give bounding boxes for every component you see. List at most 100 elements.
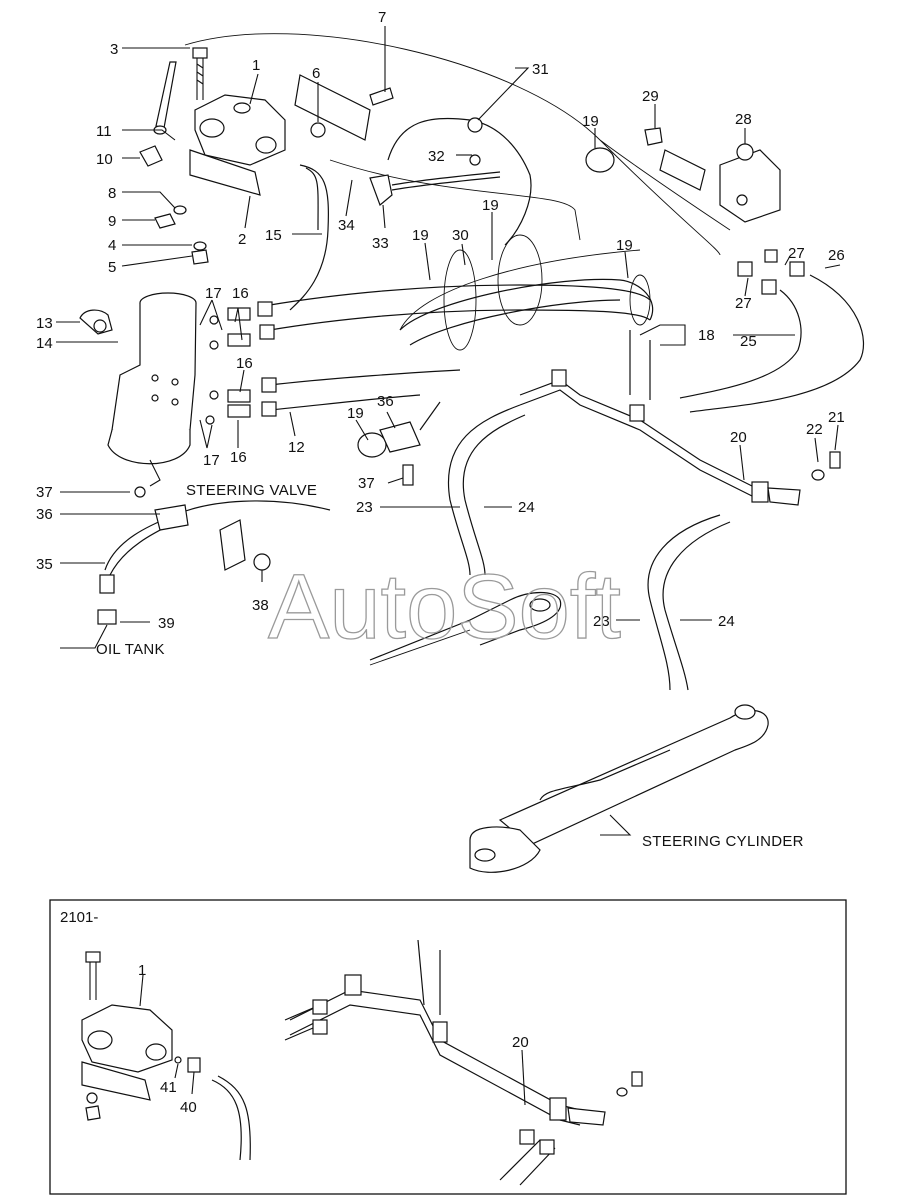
callout-34: 34: [338, 217, 355, 234]
clamp-band: [497, 234, 543, 326]
clamp: [467, 117, 483, 133]
bolt: [644, 127, 663, 146]
callout-32: 32: [428, 148, 445, 165]
callout-17: 17: [203, 452, 220, 469]
callout-15: 15: [265, 227, 282, 244]
callout-10: 10: [96, 151, 113, 168]
callout-4: 4: [108, 237, 116, 254]
callout-19: 19: [482, 197, 499, 214]
steering-cylinder-caption: STEERING CYLINDER: [642, 833, 804, 850]
steering-valve: [107, 292, 197, 465]
callout-19: 19: [347, 405, 364, 422]
callout-33: 33: [372, 235, 389, 252]
clamp-band: [629, 274, 651, 326]
inset-priority-valve: [81, 951, 251, 1161]
fitting: [761, 279, 777, 295]
callout-28: 28: [735, 111, 752, 128]
callout-16: 16: [230, 449, 247, 466]
bolt: [369, 87, 394, 106]
bolt: [402, 464, 414, 486]
callout-36: 36: [36, 506, 53, 523]
frame-outline: [184, 33, 731, 331]
tube-manifold: [519, 330, 801, 506]
callout-13: 13: [36, 315, 53, 332]
hose: [269, 284, 651, 411]
callout-16: 16: [232, 285, 249, 302]
callout-20: 20: [730, 429, 747, 446]
elbow-fitting: [79, 309, 113, 335]
clamp-band: [443, 249, 477, 351]
callout-labels: 3 1 7 6 31 11 10 8 9 4 5 2 15 34 32 33 1…: [36, 9, 845, 632]
fitting: [764, 249, 778, 263]
callout-19: 19: [582, 113, 599, 130]
clamp: [379, 421, 421, 453]
fitting: [737, 261, 753, 277]
callout-11: 11: [96, 123, 112, 140]
callout-6: 6: [312, 65, 320, 82]
callout-7: 7: [378, 9, 386, 26]
steering-cylinder: [469, 704, 769, 873]
callout-3: 3: [110, 41, 118, 58]
callout-12: 12: [288, 439, 305, 456]
callout-24: 24: [718, 613, 735, 630]
callout-21: 21: [828, 409, 845, 426]
callout-14: 14: [36, 335, 53, 352]
hose: [447, 404, 526, 576]
callout-36: 36: [377, 393, 394, 410]
callout-30: 30: [452, 227, 469, 244]
callout-23: 23: [356, 499, 373, 516]
fitting: [789, 261, 805, 277]
fitting: [99, 574, 115, 594]
callout-8: 8: [108, 185, 116, 202]
callout-2: 2: [238, 231, 246, 248]
inset-callout-20: 20: [512, 1034, 529, 1051]
callout-37: 37: [36, 484, 53, 501]
callout-27: 27: [735, 295, 752, 312]
callout-39: 39: [158, 615, 175, 632]
callout-23: 23: [593, 613, 610, 630]
callout-25: 25: [740, 333, 757, 350]
hose: [399, 278, 654, 346]
inset-callout-41: 41: [160, 1079, 177, 1096]
fittings-group: [205, 301, 277, 425]
nut: [191, 249, 209, 265]
callout-17: 17: [205, 285, 222, 302]
inset-callout-1: 1: [138, 962, 146, 979]
nut: [154, 213, 176, 229]
callout-31: 31: [532, 61, 549, 78]
clamp: [154, 504, 189, 531]
leader-lines: [56, 26, 841, 836]
callout-37: 37: [358, 475, 375, 492]
spacer: [310, 122, 326, 138]
watermark: AutoSoft: [268, 556, 621, 658]
callout-24: 24: [518, 499, 535, 516]
sensor-rod: [153, 61, 177, 135]
bolt: [469, 154, 481, 166]
inset-callout-40: 40: [180, 1099, 197, 1116]
washer: [193, 241, 207, 251]
bolt: [134, 486, 146, 498]
hose: [391, 171, 501, 191]
fitting: [97, 609, 117, 625]
bolt: [829, 451, 841, 469]
tee-fitting: [369, 174, 393, 207]
callout-26: 26: [828, 247, 845, 264]
callout-18: 18: [698, 327, 715, 344]
callout-9: 9: [108, 213, 116, 230]
inset-serial: 2101-: [60, 909, 98, 926]
washer: [173, 205, 187, 215]
callout-5: 5: [108, 259, 116, 276]
clamp: [357, 432, 387, 458]
washer: [811, 469, 825, 481]
bracket: [219, 519, 246, 571]
callout-27: 27: [788, 245, 805, 262]
callout-1: 1: [252, 57, 260, 74]
callout-29: 29: [642, 88, 659, 105]
callout-16: 16: [236, 355, 253, 372]
callout-19: 19: [616, 237, 633, 254]
steering-valve-caption: STEERING VALVE: [186, 482, 317, 499]
inset-panel: 2101- 1 41 40: [49, 899, 847, 1195]
bracket: [294, 74, 371, 141]
hose: [679, 274, 864, 413]
